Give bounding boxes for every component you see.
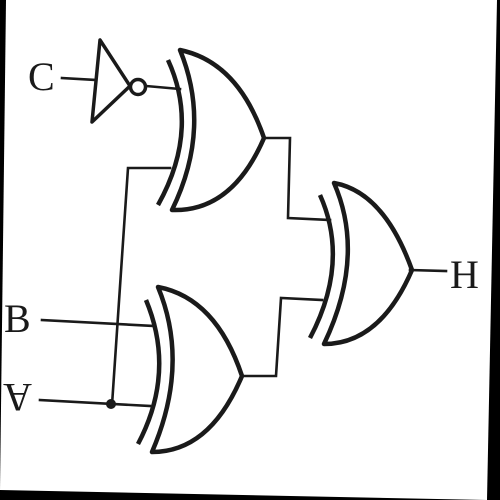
not-gate	[90, 38, 148, 124]
wire-c-input	[60, 76, 98, 82]
wire-a-input	[38, 398, 152, 408]
wire-xor1-to-xor3	[261, 136, 332, 222]
junction-dot	[106, 399, 116, 409]
wire-xor2-to-xor3	[240, 296, 324, 378]
label-input-c: C	[28, 54, 55, 99]
wire-not-to-xor1	[144, 84, 182, 91]
wire-b-input	[40, 318, 156, 328]
xor-gate-1	[156, 47, 267, 213]
label-input-b: B	[4, 296, 31, 341]
label-output-h: H	[450, 252, 479, 297]
wires	[38, 76, 448, 409]
xor-gate-3	[308, 180, 415, 347]
wire-output-h	[408, 268, 448, 273]
xor-gate-2	[136, 284, 245, 455]
not-gate-bubble	[128, 77, 148, 97]
label-input-a: A	[3, 375, 32, 420]
wire-a-to-xor1	[110, 166, 172, 407]
